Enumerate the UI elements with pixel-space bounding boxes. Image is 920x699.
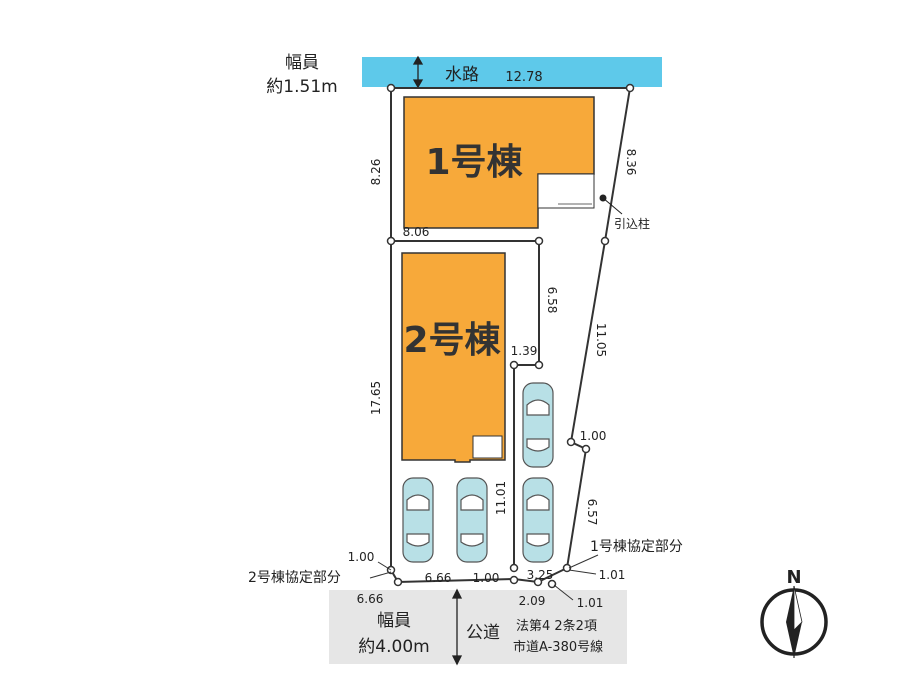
- car-icon: [456, 477, 488, 563]
- building-2-label: 2号棟: [403, 320, 501, 361]
- dim-right-lower: 6.57: [585, 499, 599, 526]
- dim-road-left: 6.66: [357, 592, 384, 606]
- dim-right-upper: 8.36: [624, 149, 638, 176]
- dim-inner-step: 1.39: [511, 344, 538, 358]
- boundary-markers: [386, 83, 635, 589]
- kyotei-1-label: 1号棟協定部分: [590, 539, 683, 555]
- leader-lines: [369, 554, 599, 601]
- water-label: 水路: [445, 65, 479, 85]
- dim-mid-top: 8.06: [403, 225, 430, 239]
- dim-inner-vertical: 6.58: [545, 287, 559, 314]
- building-1-entrance: [537, 173, 595, 209]
- dim-left-upper: 8.26: [369, 159, 383, 186]
- road-label: 公道: [466, 623, 500, 643]
- dim-road-mid: 2.09: [519, 594, 546, 608]
- kyotei-2-label: 2号棟協定部分: [248, 570, 341, 586]
- road-width-arrow: [451, 588, 463, 666]
- public-road: [329, 590, 627, 664]
- water-width-arrow: [412, 55, 424, 89]
- road-note-line1: 法第4 2条2項: [516, 618, 597, 634]
- car-icon: [522, 382, 554, 468]
- dim-right-step: 1.00: [580, 429, 607, 443]
- car-icon: [402, 477, 434, 563]
- dim-right-middle: 11.05: [594, 323, 608, 357]
- building-2-entrance: [472, 435, 503, 459]
- water-length: 12.78: [505, 70, 542, 85]
- dim-bottom-corner-right: 1.01: [599, 568, 626, 582]
- dim-corner-left: 1.00: [348, 550, 375, 564]
- road-note-line2: 市道A-380号線: [513, 639, 603, 655]
- north-arrow-icon: [760, 585, 828, 658]
- building-2: [401, 252, 506, 463]
- water-width-line1: 幅員: [285, 53, 319, 73]
- dim-bottom-right: 3.25: [527, 568, 554, 582]
- car-icon: [522, 477, 554, 563]
- water-width-line2: 約1.51m: [266, 77, 337, 97]
- lot-boundaries: [390, 87, 631, 584]
- water-channel: [362, 57, 662, 87]
- dim-drive-vertical: 11.01: [494, 481, 508, 515]
- north-label: N: [786, 567, 801, 588]
- car-icons: [402, 382, 554, 563]
- dim-road-right: 1.01: [577, 596, 604, 610]
- building-1-label: 1号棟: [425, 142, 523, 183]
- road-width-line2: 約4.00m: [358, 637, 429, 657]
- dim-bottom-left: 6.66: [425, 571, 452, 585]
- road-width-line1: 幅員: [377, 611, 411, 631]
- utility-pole-label: 引込柱: [614, 216, 650, 231]
- dim-bottom-mid: 1.00: [473, 571, 500, 585]
- dim-left-lower: 17.65: [369, 381, 383, 415]
